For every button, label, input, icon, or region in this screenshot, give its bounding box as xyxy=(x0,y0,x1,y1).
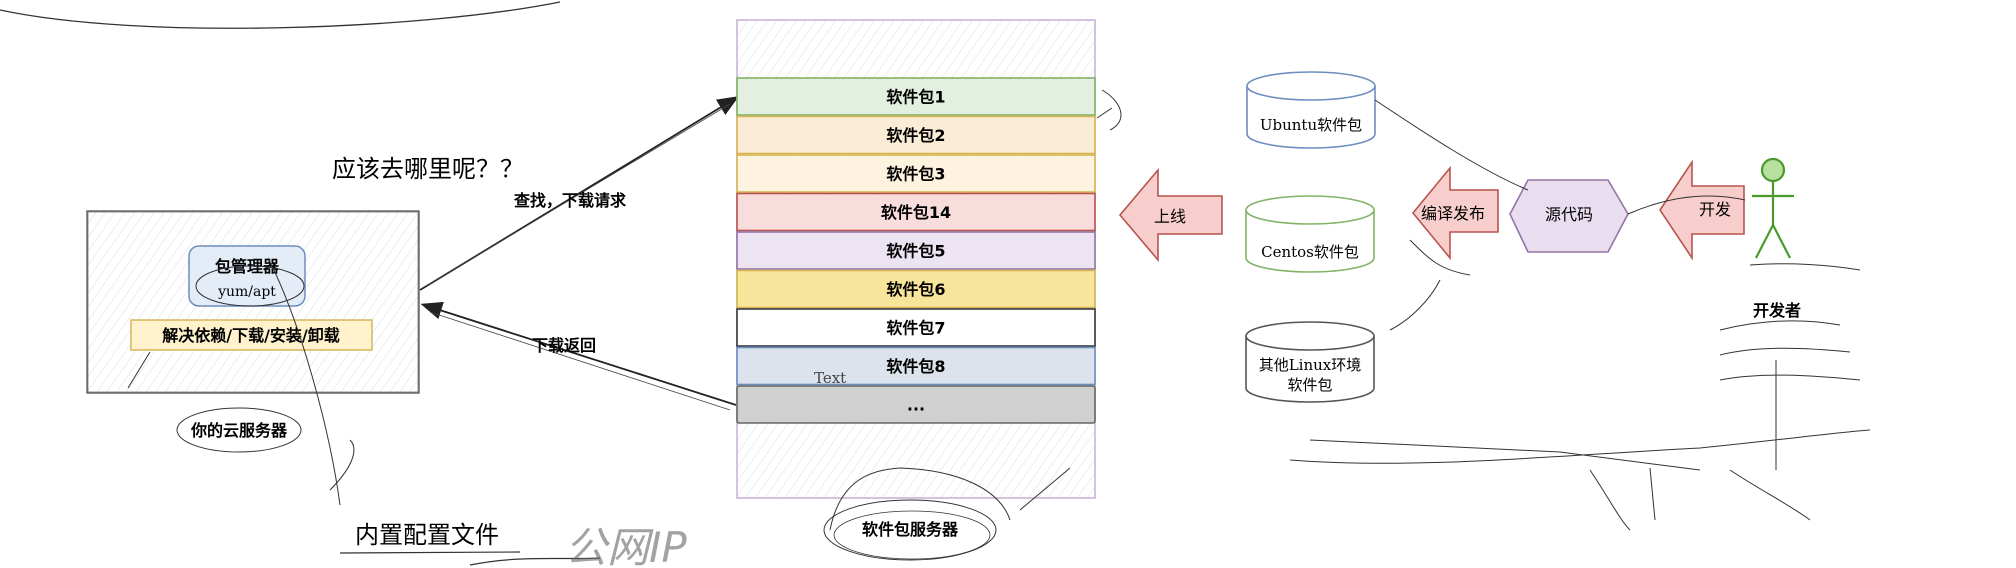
right-scribbles xyxy=(1289,99,1871,531)
linux-label-2: 软件包 xyxy=(1287,376,1332,394)
repo-stray-text: Text xyxy=(814,369,846,387)
package-row[interactable]: ... xyxy=(736,385,1096,424)
functions-label: 解决依赖/下载/安装/卸载 xyxy=(162,326,340,345)
package-server-label: 软件包服务器 xyxy=(862,520,959,539)
request-arrow-shadow xyxy=(425,103,731,287)
package-row-box xyxy=(736,346,1096,386)
online-arrow: 上线 xyxy=(1118,167,1223,263)
cloud-server-label: 你的云服务器 xyxy=(190,421,288,440)
response-arrow-shadow xyxy=(429,311,731,411)
centos-cylinder: Centos软件包 xyxy=(1245,195,1375,273)
response-label: 下载返回 xyxy=(532,336,596,355)
developer-label: 开发者 xyxy=(1753,301,1801,320)
config-file-underline xyxy=(339,551,601,566)
source-code-hexagon: 源代码 xyxy=(1509,179,1629,253)
config-file-text: 内置配置文件 xyxy=(355,521,499,549)
repo-scribbles xyxy=(829,89,1122,531)
package-row[interactable]: 软件包5 xyxy=(736,231,1096,270)
linux-label-1: 其他Linux环境 xyxy=(1259,356,1362,374)
develop-arrow: 开发 xyxy=(1659,159,1745,261)
package-row-label: 软件包3 xyxy=(886,165,945,184)
package-row-box xyxy=(736,269,1096,309)
develop-label: 开发 xyxy=(1699,200,1731,219)
package-server-label-group: 软件包服务器 xyxy=(823,499,997,561)
question-text: 应该去哪里呢？？ xyxy=(332,155,524,183)
package-row-label: 软件包5 xyxy=(886,242,945,261)
package-row-label: 软件包6 xyxy=(886,280,945,299)
request-label: 查找，下载请求 xyxy=(514,191,627,210)
package-row-label: 软件包8 xyxy=(886,357,945,376)
package-row-label: ... xyxy=(907,396,925,415)
linux-cylinder: 其他Linux环境 软件包 xyxy=(1245,321,1375,403)
package-row-box xyxy=(736,192,1096,232)
package-row[interactable]: 软件包8 xyxy=(736,346,1096,386)
package-row[interactable]: 软件包7 xyxy=(736,308,1096,347)
package-row[interactable]: 软件包1 xyxy=(736,77,1096,116)
package-row-label: 软件包7 xyxy=(886,319,945,338)
package-row[interactable]: 软件包3 xyxy=(736,154,1096,193)
online-label: 上线 xyxy=(1154,207,1186,226)
package-row-box xyxy=(736,115,1096,155)
package-row-box xyxy=(736,385,1096,424)
package-row-box xyxy=(736,154,1096,193)
package-row[interactable]: 软件包2 xyxy=(736,115,1096,155)
package-row-label: 软件包2 xyxy=(886,126,945,145)
package-row-label: 软件包14 xyxy=(881,203,951,222)
developer-stickman xyxy=(1752,157,1794,259)
package-list: 软件包1 软件包2 软件包3 软件包14 软件包5 软件包6 软件包7 软件包8... xyxy=(736,77,1096,424)
package-manager-tools: yum/apt xyxy=(217,284,276,300)
package-manager[interactable]: 包管理器 yum/apt xyxy=(188,245,306,307)
package-row[interactable]: 软件包14 xyxy=(736,192,1096,232)
centos-label: Centos软件包 xyxy=(1261,243,1359,261)
top-scribble xyxy=(0,1,561,29)
functions-box: 解决依赖/下载/安装/卸载 xyxy=(130,319,373,351)
compile-label: 编译发布 xyxy=(1421,204,1485,223)
response-arrow xyxy=(420,301,737,406)
package-row-box xyxy=(736,231,1096,270)
source-code-label: 源代码 xyxy=(1545,205,1593,224)
client-scribble xyxy=(127,257,355,506)
package-row-box xyxy=(736,308,1096,347)
scribble-text: 公网IP xyxy=(565,523,687,568)
package-row-label: 软件包1 xyxy=(886,88,945,107)
cloud-server-label-group: 你的云服务器 xyxy=(176,407,302,453)
package-row[interactable]: 软件包6 xyxy=(736,269,1096,309)
ubuntu-label: Ubuntu软件包 xyxy=(1260,116,1362,134)
package-row-box xyxy=(736,77,1096,116)
ubuntu-cylinder: Ubuntu软件包 xyxy=(1246,71,1376,149)
compile-arrow: 编译发布 xyxy=(1411,165,1499,261)
